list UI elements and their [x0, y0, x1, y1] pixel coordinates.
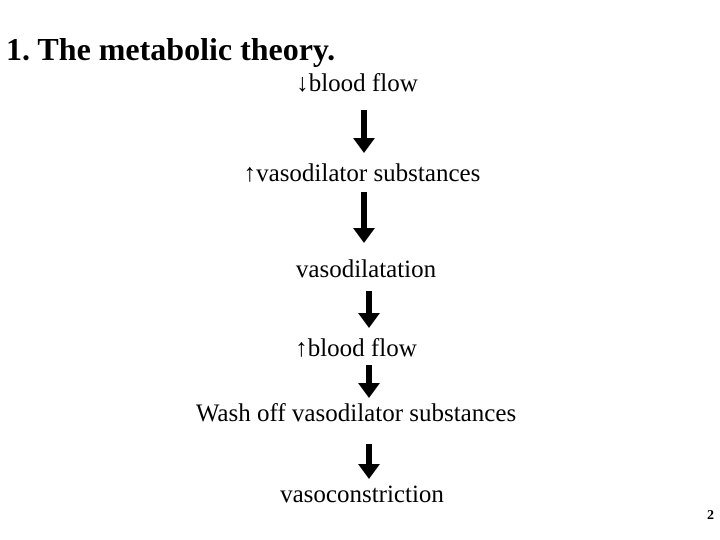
flow-step-label: vasoconstriction: [280, 481, 444, 508]
down-arrow-icon: [357, 291, 381, 329]
flow-step-5: Wash off vasodilator substances: [0, 400, 716, 428]
flow-step-label: ↓blood flow: [296, 70, 418, 97]
flow-step-6: vasoconstriction: [2, 481, 720, 509]
down-arrow-icon: [357, 444, 381, 480]
flow-step-label: vasodilatation: [295, 256, 437, 283]
slide-number: 2: [707, 508, 714, 523]
flow-step-label: ↑blood flow: [295, 335, 417, 362]
down-arrow-icon: [352, 192, 376, 244]
slide-title: 1. The metabolic theory.: [6, 31, 336, 67]
down-arrow-icon: [352, 110, 376, 154]
down-arrow-icon: [357, 365, 381, 399]
flow-step-2: ↑vasodilator substances: [2, 160, 720, 188]
flow-step-3: vasodilatation: [6, 256, 720, 284]
flow-step-4: ↑blood flow: [0, 335, 716, 363]
flow-step-label: ↑vasodilator substances: [243, 160, 481, 187]
flow-step-label: Wash off vasodilator substances: [195, 400, 517, 427]
flow-step-1: ↓blood flow: [0, 70, 717, 98]
